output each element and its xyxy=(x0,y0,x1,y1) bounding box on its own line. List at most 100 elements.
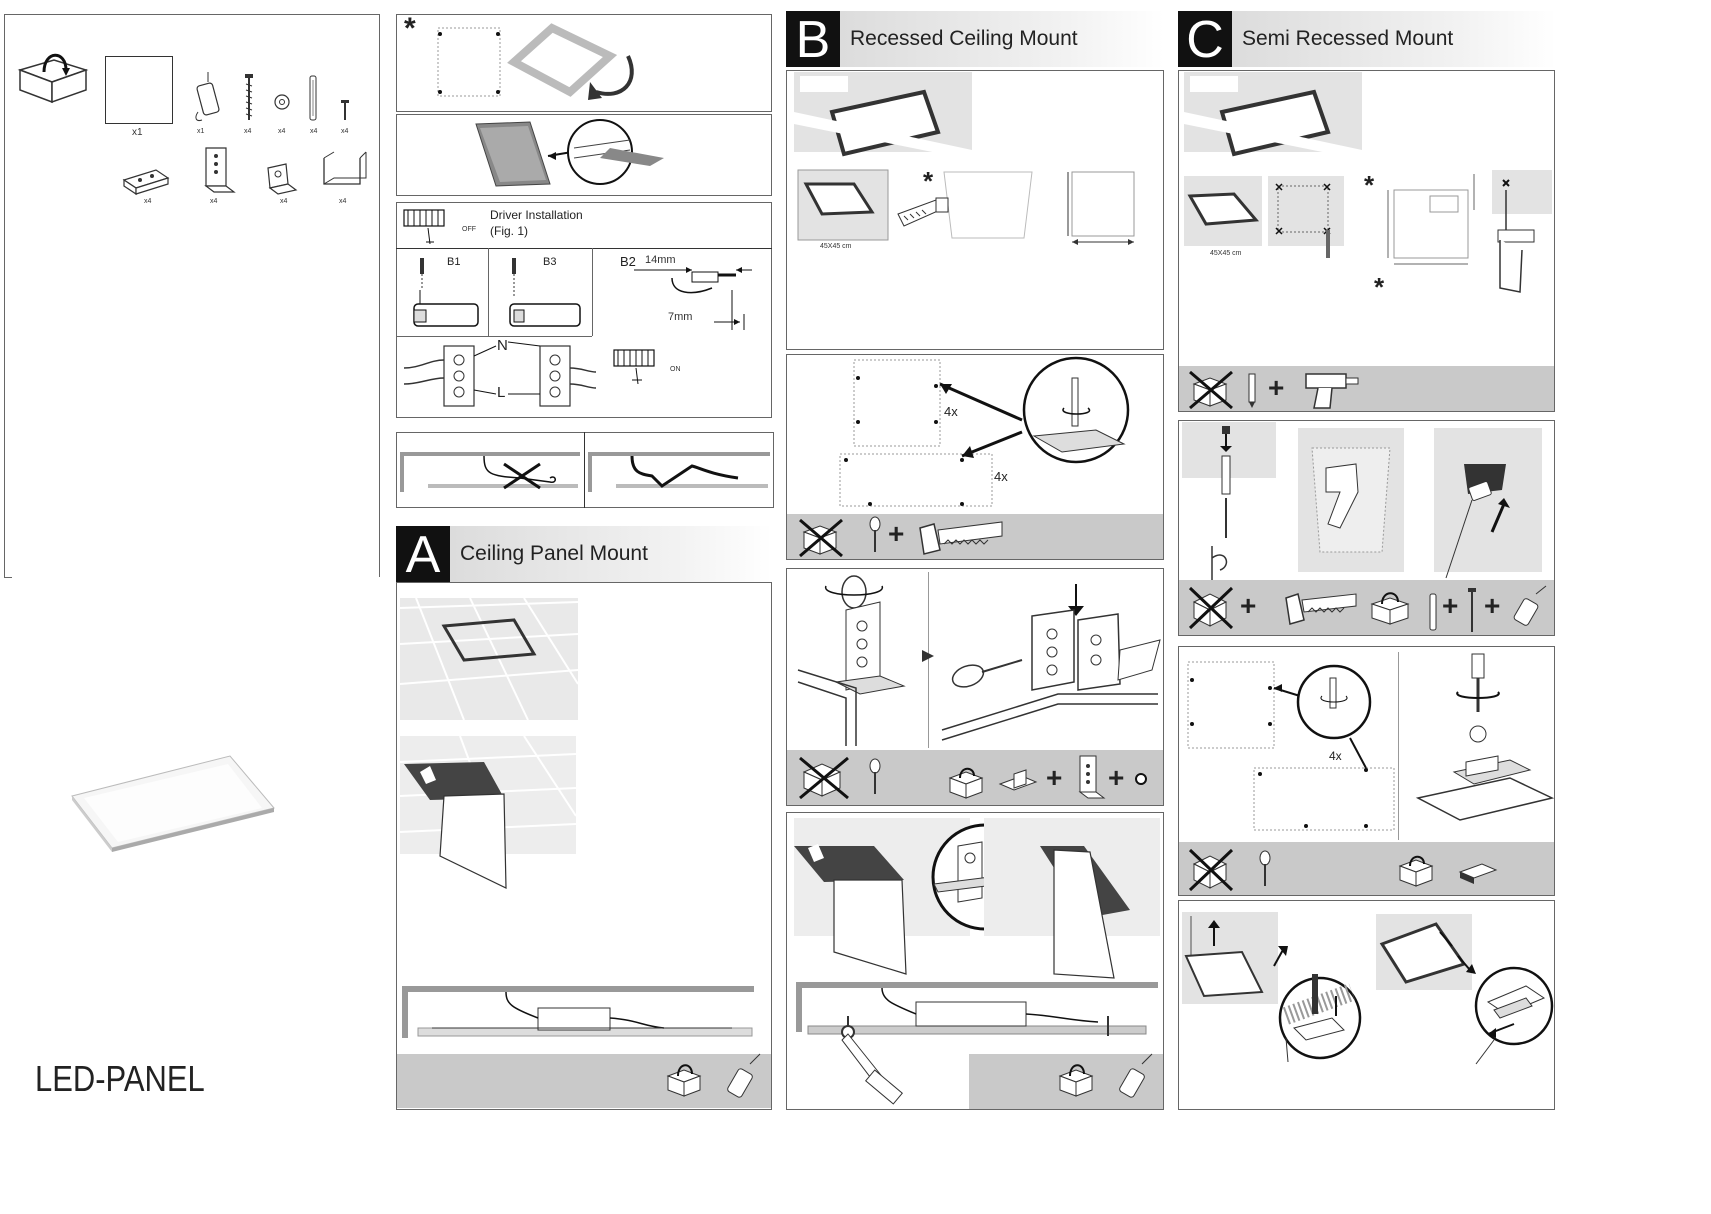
cutout-45x45-diagram xyxy=(797,169,889,241)
no-box-icon-b3 xyxy=(799,756,849,800)
panel-screws-diagram xyxy=(437,27,501,97)
section-a-letter: A xyxy=(396,526,450,584)
section-c-step-2-tools xyxy=(1179,580,1554,635)
cable-routing-wrong-diagram xyxy=(400,452,580,492)
step-frame-remove-frame xyxy=(396,14,772,112)
parts-frame-bottom-tick xyxy=(4,577,12,578)
dim-14mm: 14mm xyxy=(645,254,676,266)
plus-b2: + xyxy=(888,518,905,549)
c-saw-cutout-diagram xyxy=(1298,428,1404,572)
driver-install-title: Driver Installation xyxy=(490,208,583,222)
surface-mount-section-diagram xyxy=(402,986,754,1038)
cable-routing-correct-diagram xyxy=(588,452,770,492)
terminal-block-icon xyxy=(403,209,445,245)
section-c-letter: C xyxy=(1178,11,1232,69)
bracket-icon-c3 xyxy=(1458,863,1498,884)
plus-c2-2: + xyxy=(1442,590,1459,621)
box-icon-b3 xyxy=(948,767,984,799)
bracket-attach-diagram xyxy=(797,575,906,746)
no-box-icon-c2 xyxy=(1188,586,1234,630)
clip-bracket-icon xyxy=(267,163,298,195)
box-icon-c2 xyxy=(1370,592,1410,625)
plus-b3-1: + xyxy=(1046,762,1063,793)
b-size-label: 45X45 cm xyxy=(820,243,852,250)
c-asterisk-1: * xyxy=(1364,170,1375,200)
section-a-header: A Ceiling Panel Mount xyxy=(396,526,772,584)
frame-removal-diagram xyxy=(507,23,634,100)
c-asterisk-2: * xyxy=(1374,272,1385,302)
c-panel-insert-diagram xyxy=(1182,912,1362,1063)
product-title: LED-PANEL xyxy=(35,1058,205,1099)
c-drill-marks-diagram xyxy=(1268,176,1344,258)
section-b-letter: B xyxy=(786,11,840,69)
c-count-label: 4x xyxy=(1329,749,1342,763)
u-channel-icon xyxy=(323,151,367,185)
box-icon-c3 xyxy=(1398,855,1434,887)
bracket-icon-b3 xyxy=(998,769,1038,791)
cutout-dimension-diagram xyxy=(1067,171,1135,245)
section-b-header: B Recessed Ceiling Mount xyxy=(786,11,1164,69)
c3-divider xyxy=(1398,652,1399,840)
small-screw-part-icon xyxy=(341,100,349,120)
recessed-ceiling-cutout-diagram xyxy=(794,72,972,160)
b2-label: B2 xyxy=(620,254,636,269)
u-channel-count: x4 xyxy=(339,198,347,205)
c-dimension-diagram xyxy=(1387,174,1475,265)
b-asterisk: * xyxy=(923,166,934,196)
c-driver-feed-diagram xyxy=(1434,428,1542,579)
washer-part-icon xyxy=(274,94,290,110)
box-open-icon xyxy=(17,53,89,104)
on-label: ON xyxy=(670,366,681,373)
no-box-icon-c3 xyxy=(1188,848,1234,892)
screw-count: x4 xyxy=(244,128,252,135)
b3-divider xyxy=(928,572,929,748)
c-bracket-fix-diagram xyxy=(1415,653,1555,821)
screw-icon-c2 xyxy=(1468,588,1476,632)
plus-c2-1: + xyxy=(1240,590,1257,621)
c-ceiling-mark-diagram xyxy=(1182,422,1276,580)
wire-strip-diagram xyxy=(634,267,752,330)
n-label: N xyxy=(497,337,508,354)
driver-row-divider xyxy=(396,336,592,337)
driver-count: x1 xyxy=(197,128,205,135)
b3-label: B3 xyxy=(543,256,557,268)
l-bracket-count: x4 xyxy=(210,198,218,205)
box-icon-b4 xyxy=(1058,1064,1094,1097)
panel-part xyxy=(105,56,173,124)
section-b-title: Recessed Ceiling Mount xyxy=(850,27,1078,50)
saw-cut-diagram xyxy=(897,171,1033,239)
off-label: OFF xyxy=(462,226,476,233)
driver-install-fig: (Fig. 1) xyxy=(490,224,529,238)
dowel-icon-c2 xyxy=(1429,593,1437,631)
dowel-count: x4 xyxy=(310,128,318,135)
flat-bracket-count: x4 xyxy=(144,198,152,205)
c-drill-diagram xyxy=(1492,170,1552,293)
driver-header-rule xyxy=(396,248,772,249)
l-bracket-icon-b3 xyxy=(1078,755,1106,799)
section-c-step-1-tools xyxy=(1179,366,1554,411)
panel-count: x1 xyxy=(132,127,143,138)
bracket-install-detail-diagram xyxy=(941,584,1161,741)
ceiling-grid-diagram xyxy=(399,597,579,721)
driver-b1-b3-divider-1 xyxy=(488,248,489,336)
screwdriver-icon-b3 xyxy=(869,758,881,794)
pencil-icon-c1 xyxy=(1248,373,1256,408)
c-bracket-screw-positions-diagram xyxy=(1187,661,1395,831)
dowel-part-icon xyxy=(309,75,317,121)
driver-unit-icon-c2 xyxy=(1513,585,1547,626)
driver-part-icon xyxy=(195,72,220,121)
b1-label: B1 xyxy=(447,256,461,268)
ceiling-tile-removal-diagram xyxy=(399,735,577,889)
screwdriver-icon-c3 xyxy=(1259,850,1271,886)
screwdriver-icon-b2 xyxy=(869,516,881,552)
no-box-icon-b2 xyxy=(799,518,843,558)
section-a-header-bg xyxy=(450,526,772,582)
parts-frame xyxy=(4,14,380,577)
l-bracket-icon xyxy=(204,147,236,193)
b-count-label: 4x xyxy=(944,404,958,419)
small-screw-count: x4 xyxy=(341,128,349,135)
driver-b1-diagram xyxy=(413,258,479,327)
led-panel-image xyxy=(71,755,275,852)
plus-c1: + xyxy=(1268,372,1285,403)
section-c-header: C Semi Recessed Mount xyxy=(1178,11,1556,69)
